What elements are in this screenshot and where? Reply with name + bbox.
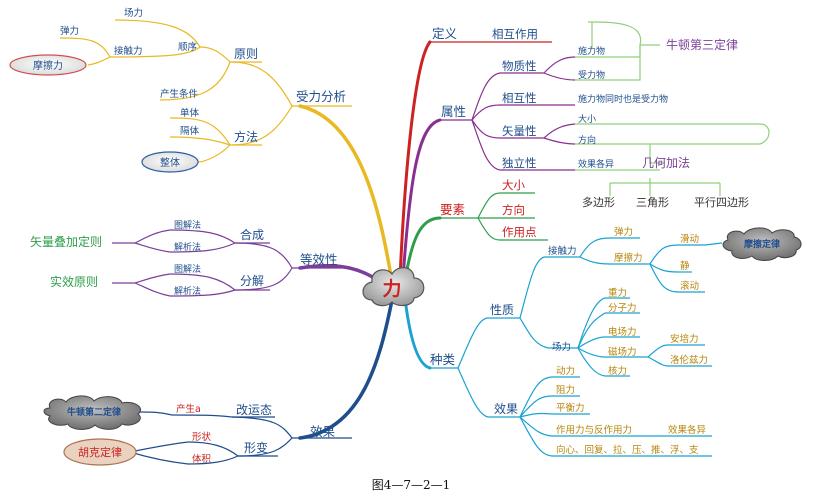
node-shuxing: 属性 (441, 104, 466, 119)
node-xingbian: 形变 (244, 440, 268, 455)
branch-shuxing (401, 118, 442, 280)
node-mocali-a: 摩擦力 (33, 59, 63, 72)
node-duobian: 多边形 (582, 195, 615, 209)
node-fangxiang: 方向 (502, 203, 525, 217)
node-dianchang: 电场力 (608, 326, 637, 338)
mocali-oval (9, 54, 87, 76)
node-xingzhi: 性质 (490, 303, 514, 317)
node-yaosu: 要素 (440, 202, 465, 217)
node-fenzili: 分子力 (608, 302, 637, 314)
node-mocali-b: 摩擦力 (614, 252, 643, 264)
node-daxiao-a: 大小 (578, 113, 596, 125)
niudun2-cloud (43, 395, 142, 430)
node-tujiefa2: 图解法 (174, 263, 201, 275)
node-zuli: 阻力 (556, 384, 575, 396)
shuxing-branch (438, 56, 576, 171)
node-niudun2: 牛顿第二定律 (67, 406, 121, 418)
node-luolun: 洛伦兹力 (670, 354, 708, 366)
dengxiao-branch (112, 229, 352, 297)
node-hecheng: 合成 (240, 227, 264, 242)
node-danti: 单体 (180, 107, 200, 119)
node-chansheng: 产生条件 (160, 88, 199, 100)
node-moca-law: 摩擦定律 (744, 238, 780, 250)
node-xiaoguo: 效果 (310, 424, 336, 439)
node-shoulili-text: 施力物同时也是受力物 (578, 93, 668, 105)
node-dengxiao: 等效性 (300, 252, 338, 267)
shouli-branch (59, 19, 352, 163)
branch-dingyi (398, 40, 432, 280)
node-heli: 核力 (608, 365, 627, 377)
node-shunxu: 顺序 (178, 41, 198, 53)
node-shouli: 受力分析 (296, 89, 346, 104)
node-sanjiao: 三角形 (636, 196, 669, 209)
labels: 力 受力分析 原则 顺序 场力 接触力 弹力 摩擦力 产生条件 方法 单体 隔体… (30, 7, 780, 492)
node-zuoyong-fan: 作用力与反作用力 (556, 424, 632, 436)
node-shiliangxing: 矢量性 (502, 124, 537, 138)
yaosu-branch (438, 192, 548, 241)
node-xiaoguo-b: 效果 (494, 401, 518, 416)
node-dongli: 动力 (556, 365, 575, 377)
node-jiexifa1: 解析法 (174, 241, 201, 253)
node-huke: 胡克定律 (78, 445, 122, 459)
zhengti-oval (141, 151, 199, 173)
figure-caption: 图4—7—2—1 (372, 478, 451, 492)
node-fangxiang-a: 方向 (578, 134, 596, 146)
node-gaiyun: 改运态 (236, 403, 272, 417)
node-geti: 隔体 (180, 125, 200, 137)
node-tujiefa1: 图解法 (174, 219, 201, 231)
moca-law-cloud (722, 227, 802, 261)
node-gundong: 滚动 (680, 280, 699, 292)
node-xingzhuang: 形状 (192, 431, 212, 443)
node-niudun3: 牛顿第三定律 (666, 37, 738, 52)
node-chanshenga: 产生a (176, 403, 201, 415)
node-xiangxin: 向心、回复、拉、压、推、浮、支 (556, 444, 699, 456)
branch-xiaoguo (298, 298, 394, 440)
node-dingyi: 定义 (432, 26, 458, 41)
node-daxiao: 大小 (502, 178, 525, 192)
node-shixiao-rule: 实效原则 (50, 274, 98, 289)
branch-shouli (298, 104, 394, 284)
node-cichang: 磁场力 (608, 346, 637, 358)
node-zhonglei: 种类 (430, 352, 456, 367)
node-jiechuli: 接触力 (114, 45, 143, 57)
node-shiliang-rule: 矢量叠加定则 (30, 234, 102, 249)
node-xiaoguogeyi-b: 效果各异 (668, 424, 707, 436)
center-label: 力 (382, 277, 401, 300)
node-fangfa: 方法 (234, 129, 258, 144)
lightgreen-connectors (575, 21, 770, 196)
node-shililiwu: 施力物 (578, 45, 605, 57)
node-wuzhi: 物质性 (502, 59, 537, 73)
node-fenjie: 分解 (240, 274, 264, 288)
node-xiaoguogeyi-a: 效果各异 (578, 158, 614, 170)
center-cloud (362, 267, 425, 307)
node-zhengti: 整体 (160, 156, 180, 169)
node-zhongli: 重力 (608, 287, 627, 299)
badges (9, 54, 802, 466)
node-jiechuli-b: 接触力 (548, 245, 577, 257)
branch-zhonglei (403, 296, 432, 370)
node-pinghengli: 平衡力 (556, 402, 585, 414)
zhonglei-branch (428, 237, 723, 457)
node-jiexifa2: 解析法 (174, 285, 201, 297)
node-changli: 场力 (124, 7, 143, 19)
node-tanli-b: 弹力 (614, 226, 633, 238)
node-jing: 静 (680, 260, 690, 272)
node-jihe: 几何加法 (642, 156, 690, 170)
node-yuanze: 原则 (234, 47, 258, 61)
node-huadong: 滑动 (680, 234, 699, 245)
node-anpei: 安培力 (670, 333, 699, 345)
node-xianghu: 相互作用 (492, 27, 538, 41)
node-xianghuxing: 相互性 (502, 91, 537, 105)
node-changli-b: 场力 (552, 341, 571, 353)
node-tiji: 体积 (192, 453, 212, 465)
node-dulixing: 独立性 (502, 156, 537, 170)
node-pingxing: 平行四边形 (694, 196, 749, 209)
node-shoulilwu: 受力物 (578, 69, 605, 81)
huke-oval (63, 438, 137, 466)
node-zuoyongdian: 作用点 (502, 225, 537, 239)
node-tanli-a: 弹力 (60, 25, 79, 37)
